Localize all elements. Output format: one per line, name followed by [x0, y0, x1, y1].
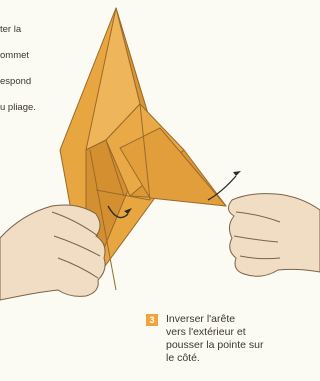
step-number-badge: 3: [146, 314, 158, 326]
caption-line: ommet: [0, 49, 60, 62]
step-line: Inverser l'arête: [166, 313, 316, 326]
right-hand: [228, 194, 320, 277]
previous-step-caption: ter la ommet espond u pliage.: [0, 10, 60, 127]
caption-line: espond: [0, 75, 60, 88]
caption-line: ter la: [0, 23, 60, 36]
step-line: le côté.: [166, 352, 316, 365]
left-hand: [0, 205, 105, 300]
caption-line: u pliage.: [0, 101, 60, 114]
step-instruction: 3 Inverser l'arête vers l'extérieur et p…: [146, 313, 316, 365]
step-line: vers l'extérieur et: [166, 326, 316, 339]
step-line: pousser la pointe sur: [166, 339, 316, 352]
step-text: Inverser l'arête vers l'extérieur et pou…: [166, 313, 316, 365]
